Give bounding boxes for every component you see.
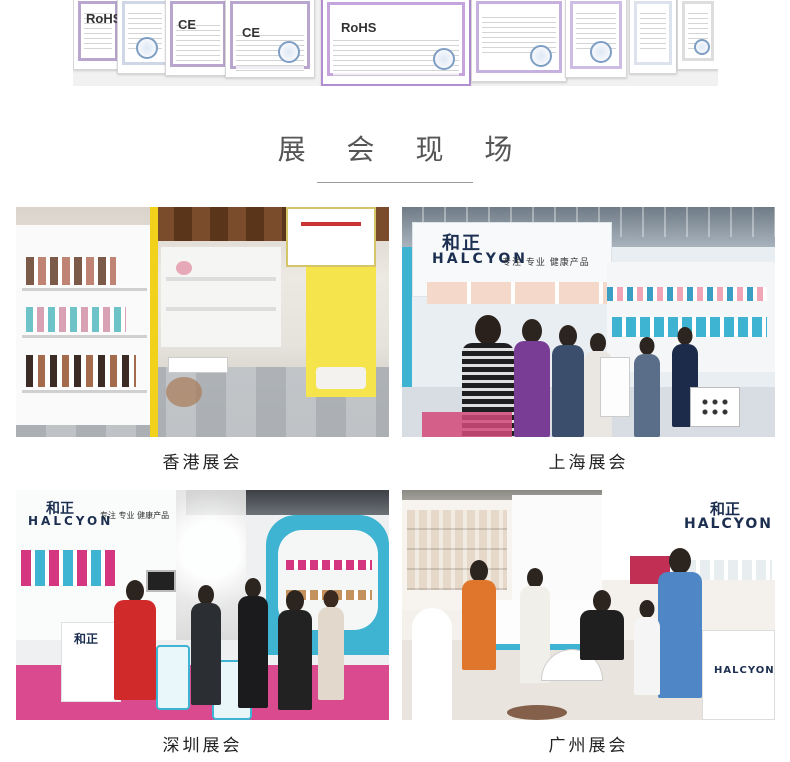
brand-name-en: HALCYON [432, 251, 529, 267]
exhibition-caption: 深圳展会 [162, 736, 243, 756]
counter-logo-cn: 和正 [74, 632, 99, 646]
heading-divider [317, 182, 473, 183]
exhibition-caption: 香港展会 [162, 453, 243, 473]
certificate-label: CE [242, 25, 261, 40]
exhibition-photo-shenzhen[interactable]: 和正 HALCYON 专注 专业 健康产品 和正 [16, 490, 389, 720]
brand-name-cn: 和正 [710, 500, 741, 518]
visitor [462, 560, 496, 670]
certificate [677, 0, 718, 70]
exhibition-photo-hongkong[interactable] [16, 207, 389, 437]
visitor [318, 590, 344, 700]
exhibition-caption: 广州展会 [548, 736, 629, 756]
certificate [629, 0, 677, 74]
visitor [114, 580, 156, 700]
certificate-featured: RoHS [321, 0, 471, 86]
certificate-label: RoHS [86, 11, 122, 26]
certificate-label: RoHS [341, 20, 377, 35]
brand-name-cn: 和正 [46, 501, 74, 517]
visitor [191, 585, 221, 705]
certificate [565, 0, 627, 78]
visitor [278, 590, 312, 710]
counter-logo-en: HALCYON [714, 665, 775, 676]
section-title: 展 会 现 场 [277, 133, 529, 166]
brand-name-en: HALCYON [684, 516, 774, 532]
visitor [552, 325, 584, 437]
visitor [634, 337, 660, 437]
brand-slogan: 专注 专业 健康产品 [100, 511, 170, 520]
visitor [238, 578, 268, 708]
certificate-label: CE [178, 17, 197, 32]
exhibition-photo-shanghai[interactable]: 和正 HALCYON 专注 专业 健康产品 [402, 207, 775, 437]
visitor [658, 548, 702, 698]
visitor [580, 590, 624, 660]
certificate: CE [165, 0, 231, 76]
visitor [634, 600, 660, 695]
exhibition-caption: 上海展会 [548, 453, 629, 473]
certificate: CE [225, 0, 315, 78]
exhibition-photo-guangzhou[interactable]: 和正 HALCYON HALCYON [402, 490, 775, 720]
section-heading: 展 会 现 场 [0, 128, 790, 183]
certificate [471, 0, 567, 82]
brand-name-en: HALCYON [28, 514, 114, 528]
certificates-strip: RoHS CE CE RoHS [73, 0, 718, 86]
certificate [117, 0, 173, 74]
visitor [514, 319, 550, 437]
certificate: RoHS [73, 0, 123, 70]
brand-name-cn: 和正 [442, 233, 482, 254]
brand-slogan: 专注 专业 健康产品 [502, 258, 590, 268]
brand-logo: 和正 [442, 229, 482, 255]
